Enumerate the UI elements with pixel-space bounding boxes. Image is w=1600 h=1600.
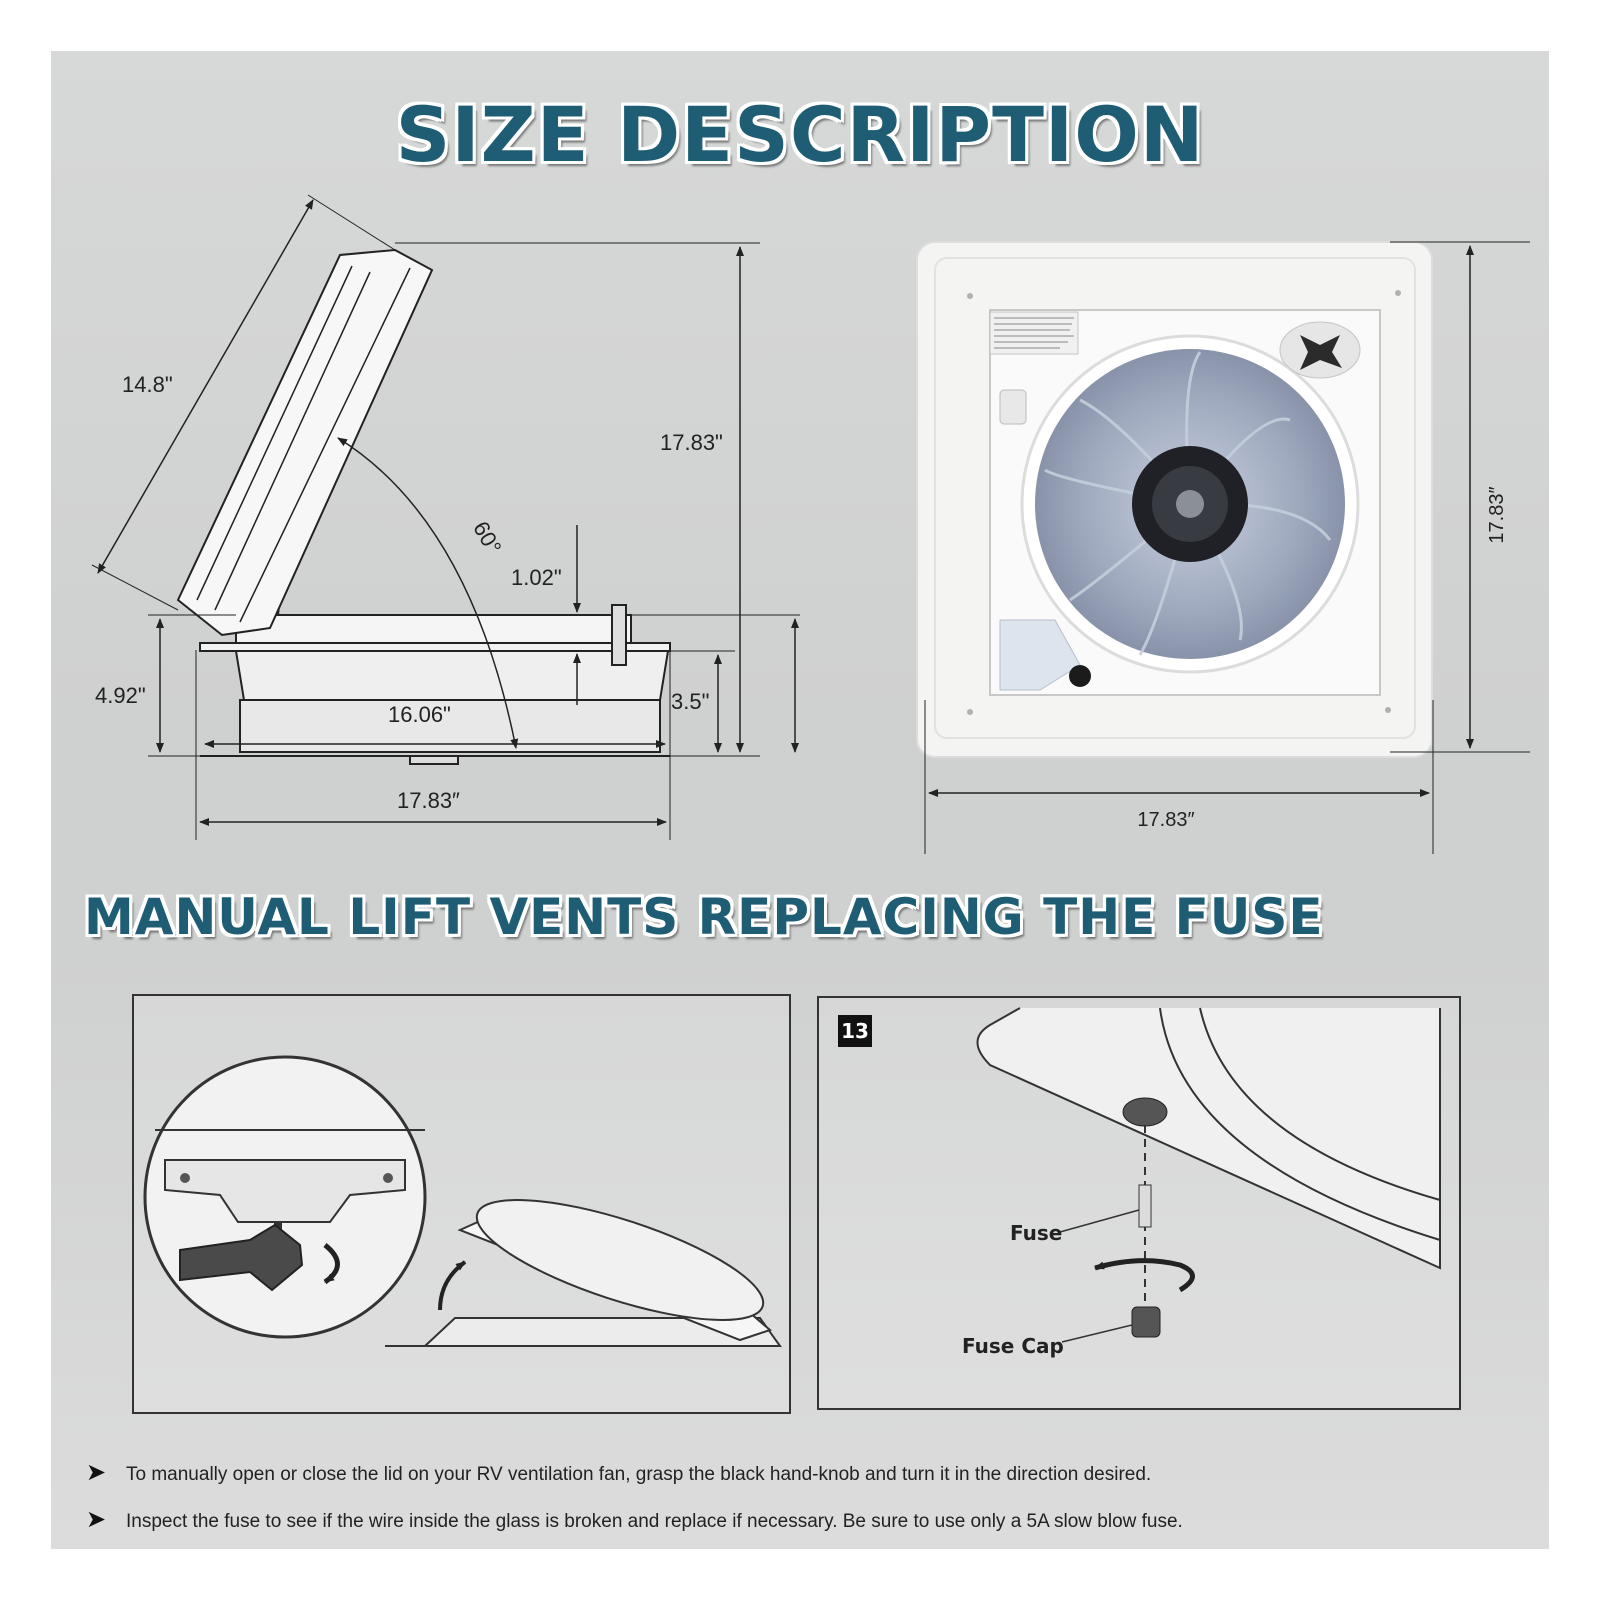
fuse-illustration bbox=[817, 996, 1461, 1410]
top-view-photo bbox=[916, 241, 1530, 854]
size-description-title: SIZE DESCRIPTION bbox=[395, 90, 1205, 179]
upper-frame bbox=[235, 614, 632, 644]
bullet-arrow-icon: ➤ bbox=[86, 1506, 107, 1533]
note-text: To manually open or close the lid on you… bbox=[126, 1464, 1152, 1485]
side-height-label: 4.92" bbox=[95, 683, 146, 708]
lift-arrow-icon bbox=[438, 1260, 467, 1311]
manual-lift-illustration bbox=[132, 994, 791, 1414]
top-height-label: 17.83″ bbox=[1486, 486, 1508, 543]
rotate-cap-arrow-icon bbox=[1094, 1258, 1195, 1293]
black-hand-knob-icon bbox=[179, 1223, 304, 1292]
base-flange bbox=[199, 642, 671, 652]
note-manual-open: ➤ To manually open or close the lid on yo… bbox=[86, 1458, 1151, 1487]
note-fuse-inspect: ➤ Inspect the fuse to see if the wire ins… bbox=[86, 1505, 1183, 1534]
vent-body bbox=[234, 650, 670, 701]
knob-bracket bbox=[164, 1159, 406, 1223]
bullet-arrow-icon: ➤ bbox=[86, 1459, 107, 1486]
note-text: Inspect the fuse to see if the wire insi… bbox=[126, 1511, 1183, 1532]
vent-lid bbox=[176, 248, 434, 637]
total-height-label: 17.83" bbox=[660, 430, 723, 455]
lid-length-dim bbox=[97, 199, 314, 574]
top-width-label: 17.83″ bbox=[1137, 809, 1194, 831]
control-panel bbox=[999, 619, 1081, 691]
fuse-label: Fuse bbox=[1010, 1221, 1062, 1245]
vent-base-sketch bbox=[422, 1317, 782, 1347]
hand-knob bbox=[1279, 321, 1361, 379]
fuse-cap-label: Fuse Cap bbox=[962, 1334, 1064, 1358]
lid-angle-arc bbox=[337, 437, 519, 749]
side-width-label: 17.83″ bbox=[397, 788, 460, 813]
rotate-arrow-icon bbox=[323, 1243, 340, 1285]
lid-angle-label: 60° bbox=[468, 517, 506, 558]
opening-width-label: 16.06" bbox=[388, 702, 451, 727]
fuse-holder bbox=[1122, 1097, 1168, 1127]
step-number: 13 bbox=[841, 1019, 869, 1043]
fuse-cap-icon bbox=[1131, 1306, 1161, 1338]
power-button bbox=[1069, 665, 1091, 687]
base-height-label: 3.5" bbox=[671, 689, 709, 714]
manual-lift-title: MANUAL LIFT VENTS REPLACING THE FUSE bbox=[84, 888, 1324, 946]
fuse-icon bbox=[1138, 1184, 1152, 1228]
step-badge bbox=[838, 1015, 872, 1047]
side-view-diagram bbox=[91, 194, 800, 840]
flange-offset-label: 1.02" bbox=[511, 565, 562, 590]
warning-sticker bbox=[989, 311, 1079, 355]
lid-length-label: 14.8" bbox=[122, 372, 173, 397]
